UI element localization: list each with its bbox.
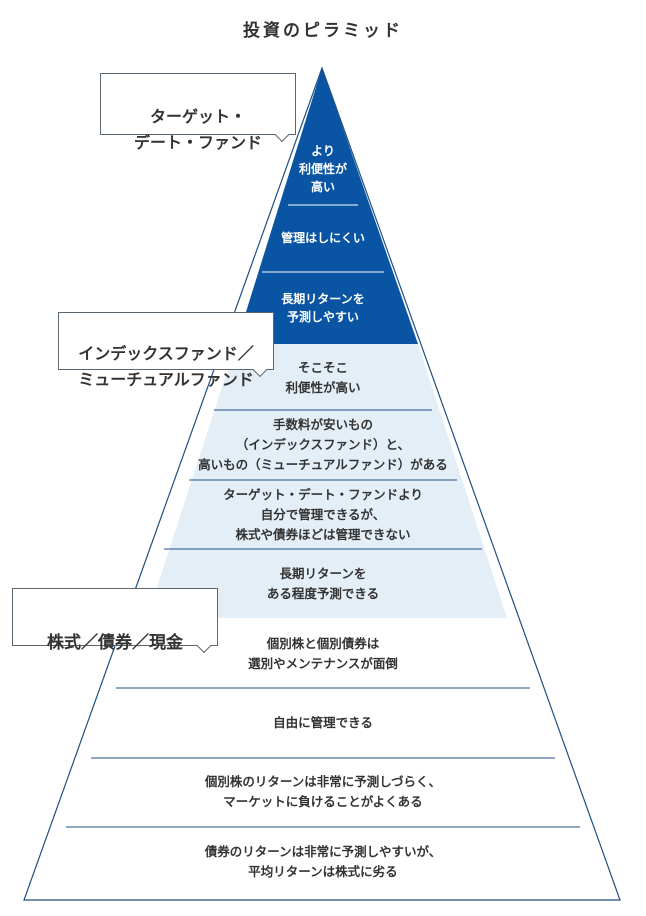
callout-target-date-fund-label: ターゲット・ デート・ファンド	[133, 107, 262, 152]
top-tier-text-2: 管理はしにくい	[281, 231, 365, 245]
bottom-tier-text-3: 個別株のリターンは非常に予測しづらく、 マーケットに負けることがよくある	[204, 774, 442, 809]
callout-stocks-bonds-cash: 株式／債券／現金	[12, 588, 218, 654]
middle-tier-text-4: 長期リターンを ある程度予測できる	[266, 566, 380, 601]
top-tier-text-3: 長期リターンを 予測しやすい	[281, 292, 365, 324]
callout-index-mutual-fund-label: インデックスファンド／ ミューチュアルファンド	[78, 344, 254, 389]
callout-stocks-bonds-cash-label: 株式／債券／現金	[47, 633, 183, 653]
pyramid-outline	[23, 66, 621, 901]
diagram-title: 投資のピラミッド	[243, 21, 403, 41]
callout-index-mutual-fund: インデックスファンド／ ミューチュアルファンド	[58, 312, 274, 389]
bottom-tier-text-1: 個別株と個別債券は 選別やメンテナンスが面倒	[248, 636, 398, 671]
bottom-tier-text-2: 自由に管理できる	[273, 715, 373, 730]
bottom-tier-text-4: 債券のリターンは非常に予測しやすいが、 平均リターンは株式に劣る	[204, 844, 442, 879]
middle-tier-text-1: そこそこ 利便性が高い	[285, 360, 361, 395]
top-tier-band	[236, 68, 418, 344]
middle-tier-text-3: ターゲット・デート・ファンドより 自分で管理できるが、 株式や債券ほどは管理でき…	[223, 487, 423, 542]
middle-tier-text-2: 手数料が安いもの （インデックスファンド）と、 高いもの（ミューチュアルファンド…	[198, 417, 448, 472]
callout-target-date-fund: ターゲット・ デート・ファンド	[100, 73, 296, 152]
top-tier-text-1: より 利便性が 高い	[298, 144, 347, 194]
